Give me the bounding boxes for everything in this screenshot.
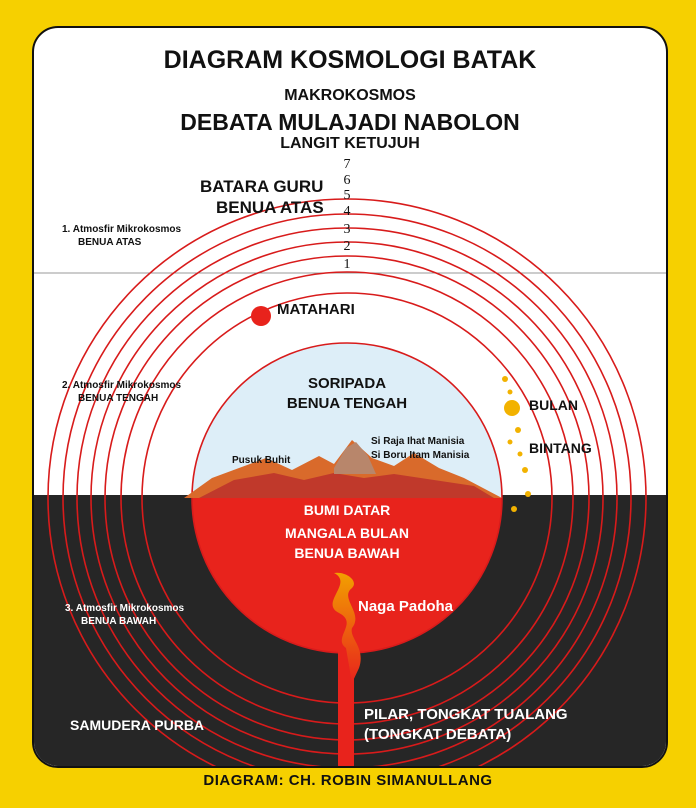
diagram-credit: DIAGRAM: CH. ROBIN SIMANULLANG xyxy=(203,772,493,789)
sun-label: MATAHARI xyxy=(277,301,355,318)
pusuk-buhit-label: Pusuk Buhit xyxy=(232,455,291,466)
atmosphere-upper-name: BENUA ATAS xyxy=(78,237,142,248)
heaven-level-4: 4 xyxy=(343,204,351,219)
heaven-level-2: 2 xyxy=(343,239,351,254)
pillar-sublabel: (TONGKAT DEBATA) xyxy=(364,726,512,743)
moon-icon xyxy=(504,400,520,416)
ring-7 xyxy=(62,213,632,766)
first-woman-label: Si Boru Itam Manisia xyxy=(371,450,470,461)
batara-guru-label: BATARA GURU xyxy=(200,177,324,196)
seventh-heaven-label: LANGIT KETUJUH xyxy=(280,135,420,152)
ring-6 xyxy=(76,227,618,766)
soripada-label: SORIPADA xyxy=(307,375,387,392)
makrokosmos-label: MAKROKOSMOS xyxy=(284,87,416,104)
heaven-level-1: 1 xyxy=(343,257,351,272)
benua-atas-label: BENUA ATAS xyxy=(216,198,324,217)
ring-8 xyxy=(47,198,647,766)
atmosphere-lower-title: 3. Atmosfir Mikrokosmos xyxy=(65,603,185,614)
bumi-datar-label: BUMI DATAR xyxy=(303,502,391,518)
moon-label: BULAN xyxy=(529,397,578,413)
deity-label: DEBATA MULAJADI NABOLON xyxy=(180,109,520,135)
sun-icon xyxy=(251,306,271,326)
diagram-panel: DIAGRAM KOSMOLOGI BATAK MAKROKOSMOS DEBA… xyxy=(32,26,668,768)
heaven-level-3: 3 xyxy=(343,222,351,237)
cosmology-diagram xyxy=(34,198,666,766)
samudera-purba-label: SAMUDERA PURBA xyxy=(70,717,205,733)
naga-padoha-label: Naga Padoha xyxy=(358,598,454,615)
diagram-title: DIAGRAM KOSMOLOGI BATAK xyxy=(163,46,537,74)
first-man-label: Si Raja Ihat Manisia xyxy=(371,436,465,447)
atmosphere-lower-name: BENUA BAWAH xyxy=(81,616,157,627)
benua-tengah-label: BENUA TENGAH xyxy=(286,395,408,412)
pillar-label: PILAR, TONGKAT TUALANG xyxy=(364,706,568,723)
atmosphere-upper-title: 1. Atmosfir Mikrokosmos xyxy=(62,224,182,235)
stars-label: BINTANG xyxy=(529,440,592,456)
stars-icon xyxy=(502,376,531,512)
atmosphere-middle-title: 2. Atmosfir Mikrokosmos xyxy=(62,380,182,391)
mountains-illustration xyxy=(184,440,502,498)
naga-padoha-serpent xyxy=(332,572,361,683)
heaven-level-7: 7 xyxy=(343,157,351,172)
benua-bawah-label: BENUA BAWAH xyxy=(294,545,400,561)
atmosphere-middle-name: BENUA TENGAH xyxy=(78,393,159,404)
heaven-level-5: 5 xyxy=(343,188,351,203)
mangala-bulan-label: MANGALA BULAN xyxy=(285,525,409,541)
heaven-level-6: 6 xyxy=(343,173,351,188)
